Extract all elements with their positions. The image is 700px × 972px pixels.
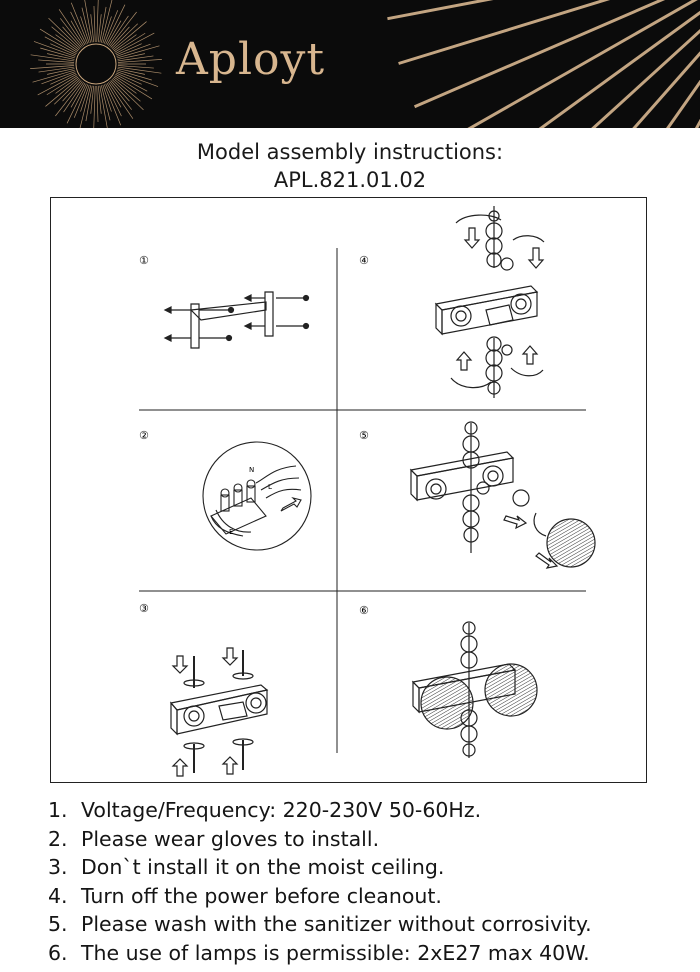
step-3-screws-illustration <box>169 647 269 777</box>
step-2-wiring-illustration <box>202 441 312 551</box>
sunburst-decoration <box>30 0 700 128</box>
header-banner: Aployt <box>0 0 700 128</box>
notes-list: 1.Voltage/Frequency: 220-230V 50-60Hz. 2… <box>48 796 592 967</box>
model-number: APL.821.01.02 <box>273 168 427 192</box>
wire-label-l: L <box>268 483 272 491</box>
list-item: 2.Please wear gloves to install. <box>48 826 380 851</box>
step-number-1: ① <box>139 254 149 267</box>
step-number-6: ⑥ <box>359 604 369 617</box>
step-5-shade-illustration <box>409 421 596 569</box>
step-number-2: ② <box>139 429 149 442</box>
list-item: 3.Don`t install it on the moist ceiling. <box>48 855 445 879</box>
step-number-5: ⑤ <box>359 429 369 442</box>
step-6-assembled-illustration <box>411 621 538 758</box>
list-item: 4.Turn off the power before cleanout. <box>48 883 442 908</box>
step-number-4: ④ <box>359 254 369 267</box>
list-item: 1.Voltage/Frequency: 220-230V 50-60Hz. <box>48 798 482 822</box>
list-item: 6.The use of lamps is permissible: 2xE27… <box>48 940 590 965</box>
step-1-bracket-illustration <box>163 291 310 349</box>
step-4-rotation-illustration <box>434 206 545 398</box>
step-number-3: ③ <box>139 602 149 615</box>
wire-label-e: E <box>229 528 233 536</box>
assembly-diagram: ① ② ③ ④ ⑤ ⑥ <box>50 197 647 783</box>
diagram-canvas: ① ② ③ ④ ⑤ ⑥ <box>139 206 596 777</box>
brand-logo: Aployt <box>176 34 326 85</box>
list-item: 5.Please wash with the sanitizer without… <box>48 912 592 936</box>
page-title: Model assembly instructions: <box>196 140 504 164</box>
wire-label-n: N <box>249 466 254 474</box>
